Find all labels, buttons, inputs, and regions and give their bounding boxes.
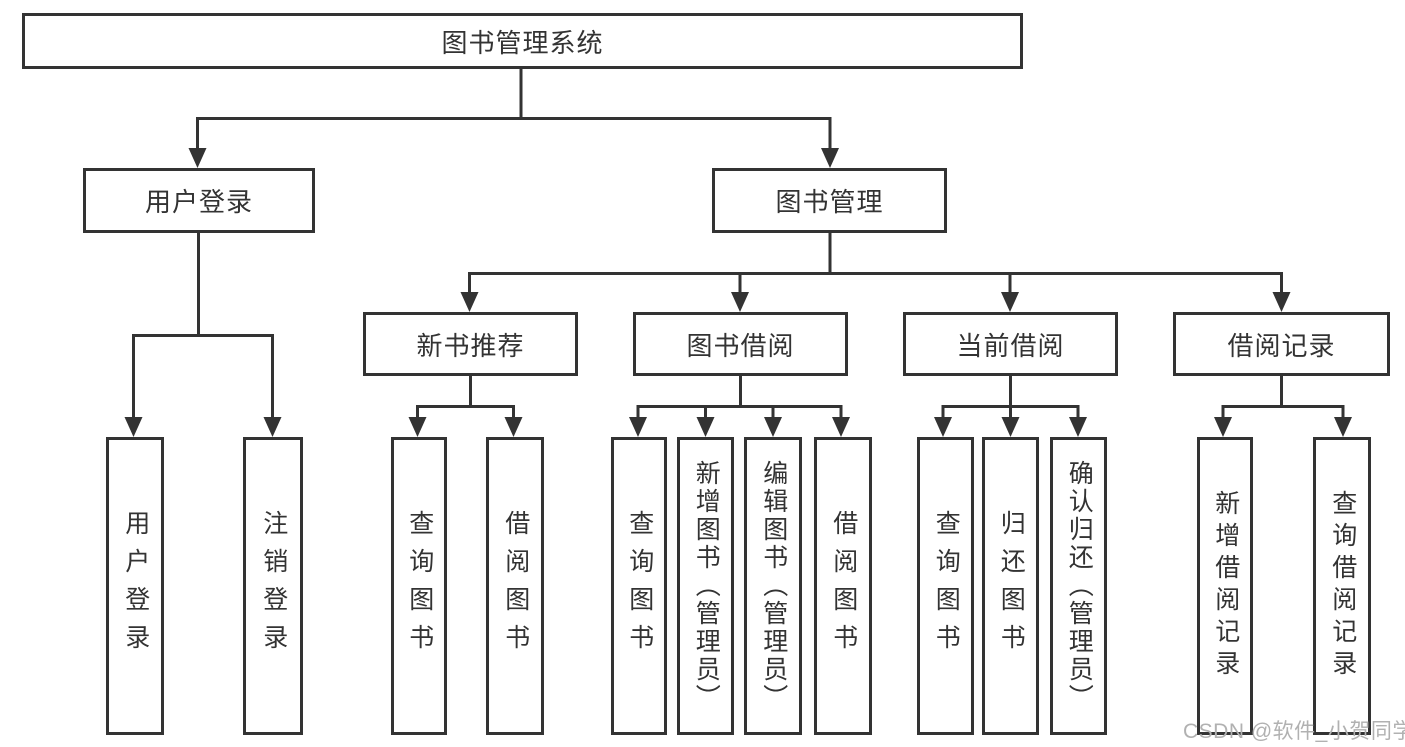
leaf-borrow-book-recommend: 借阅图书: [486, 437, 544, 735]
node-label: 确认归还（管理员）: [1065, 460, 1094, 712]
connector-book-management: [468, 233, 1283, 293]
leaf-logout-login: 注销登录: [243, 437, 303, 735]
node-label: 图书管理系统: [441, 27, 604, 58]
leaf-user-login: 用户登录: [106, 437, 164, 735]
node-label: 新增借阅记录: [1211, 490, 1240, 682]
connector-borrow-record: [1221, 376, 1345, 418]
node-label: 借阅图书: [501, 510, 530, 662]
connector-new-book: [416, 376, 515, 418]
leaf-query-book-borrow: 查询图书: [611, 437, 667, 735]
watermark-text: CSDN @软件_小贺同学: [1183, 720, 1405, 743]
node-label: 新增图书（管理员）: [692, 460, 721, 712]
node-label: 查询图书: [625, 510, 654, 662]
node-label: 归还图书: [997, 510, 1026, 662]
leaf-confirm-return-admin: 确认归还（管理员）: [1050, 437, 1107, 735]
leaf-add-borrow-record: 新增借阅记录: [1197, 437, 1253, 735]
node-borrow-record: 借阅记录: [1173, 312, 1390, 376]
connector-book-borrow: [636, 376, 843, 418]
leaf-query-book-current: 查询图书: [917, 437, 974, 735]
leaf-query-book-recommend: 查询图书: [391, 437, 447, 735]
node-new-book-recommend: 新书推荐: [363, 312, 578, 376]
node-label: 新书推荐: [416, 330, 525, 361]
node-user-login: 用户登录: [83, 168, 315, 233]
leaf-edit-book-admin: 编辑图书（管理员）: [744, 437, 802, 735]
node-book-management: 图书管理: [712, 168, 947, 233]
node-root: 图书管理系统: [22, 13, 1023, 69]
connector-current-borrow: [941, 376, 1080, 418]
node-label: 用户登录: [144, 187, 253, 217]
node-label: 图书借阅: [686, 330, 795, 361]
node-label: 编辑图书（管理员）: [759, 460, 788, 712]
leaf-return-book: 归还图书: [982, 437, 1039, 735]
node-label: 当前借阅: [956, 330, 1065, 361]
leaf-query-borrow-record: 查询借阅记录: [1313, 437, 1371, 735]
node-label: 借阅图书: [829, 510, 858, 662]
node-label: 查询图书: [932, 510, 961, 662]
node-book-borrow: 图书借阅: [633, 312, 848, 376]
node-label: 图书管理: [775, 187, 884, 217]
connector-root: [196, 69, 832, 149]
node-label: 查询借阅记录: [1328, 490, 1357, 682]
node-label: 查询图书: [405, 510, 434, 662]
node-label: 注销登录: [259, 510, 288, 662]
leaf-add-book-admin: 新增图书（管理员）: [677, 437, 734, 735]
node-current-borrow: 当前借阅: [903, 312, 1118, 376]
node-label: 借阅记录: [1227, 330, 1336, 361]
connector-user-login: [132, 233, 274, 419]
leaf-borrow-book: 借阅图书: [814, 437, 872, 735]
node-label: 用户登录: [121, 510, 150, 662]
